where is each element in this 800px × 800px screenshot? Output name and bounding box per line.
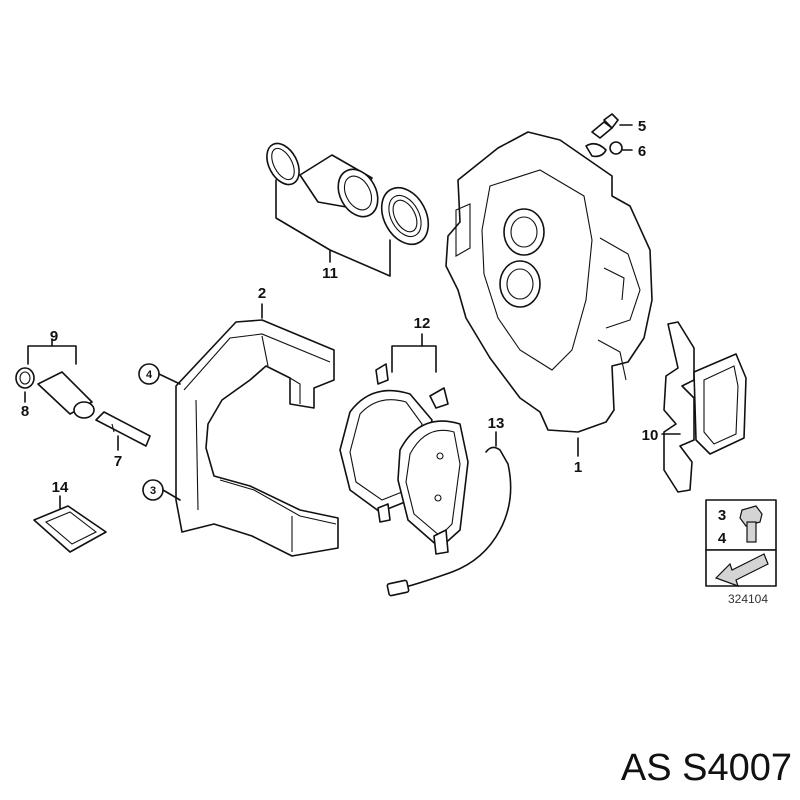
bolt-legend-box: 3 4 [705,499,777,551]
callout-13: 13 [488,415,505,432]
callout-12: 12 [414,315,431,332]
piston-bore-lower [499,260,541,308]
piston-bore-upper [503,208,545,256]
callout-10: 10 [642,427,659,444]
callout-7: 7 [114,453,122,470]
callout-11: 11 [322,265,338,282]
callout-5: 5 [638,118,646,135]
callout-8: 8 [21,403,29,420]
brand-part-number: AS S4007 [621,747,792,789]
guide-pin [95,411,151,447]
grease-packet [33,505,107,553]
callout-9: 9 [50,328,58,345]
diagram-code: 324104 [728,592,768,606]
piston-seal-kit [266,142,430,277]
callout-2: 2 [258,285,266,302]
guide-pin-cap [15,367,35,389]
legend-label-3: 3 [718,507,726,524]
caliper-carrier [175,319,339,557]
caliper-housing [445,131,653,433]
wear-sensor [386,446,512,597]
anti-rattle-spring [663,321,695,493]
callout-14: 14 [52,479,69,496]
orientation-box [705,549,777,587]
callout-3: 3 [150,485,156,497]
legend-label-4: 4 [718,530,727,547]
dust-boot [380,186,430,246]
callout-1: 1 [574,459,582,476]
seal-ring [266,142,300,186]
pad-retainer-plate [693,353,747,455]
guide-bushing [37,371,95,419]
callout-4: 4 [146,369,153,381]
bleeder-screw [591,113,619,139]
callout-6: 6 [638,143,646,160]
direction-arrow-icon [714,553,769,587]
bolt-icon [739,505,763,543]
bleeder-cap [585,141,623,158]
brake-pad-outer [397,387,469,555]
